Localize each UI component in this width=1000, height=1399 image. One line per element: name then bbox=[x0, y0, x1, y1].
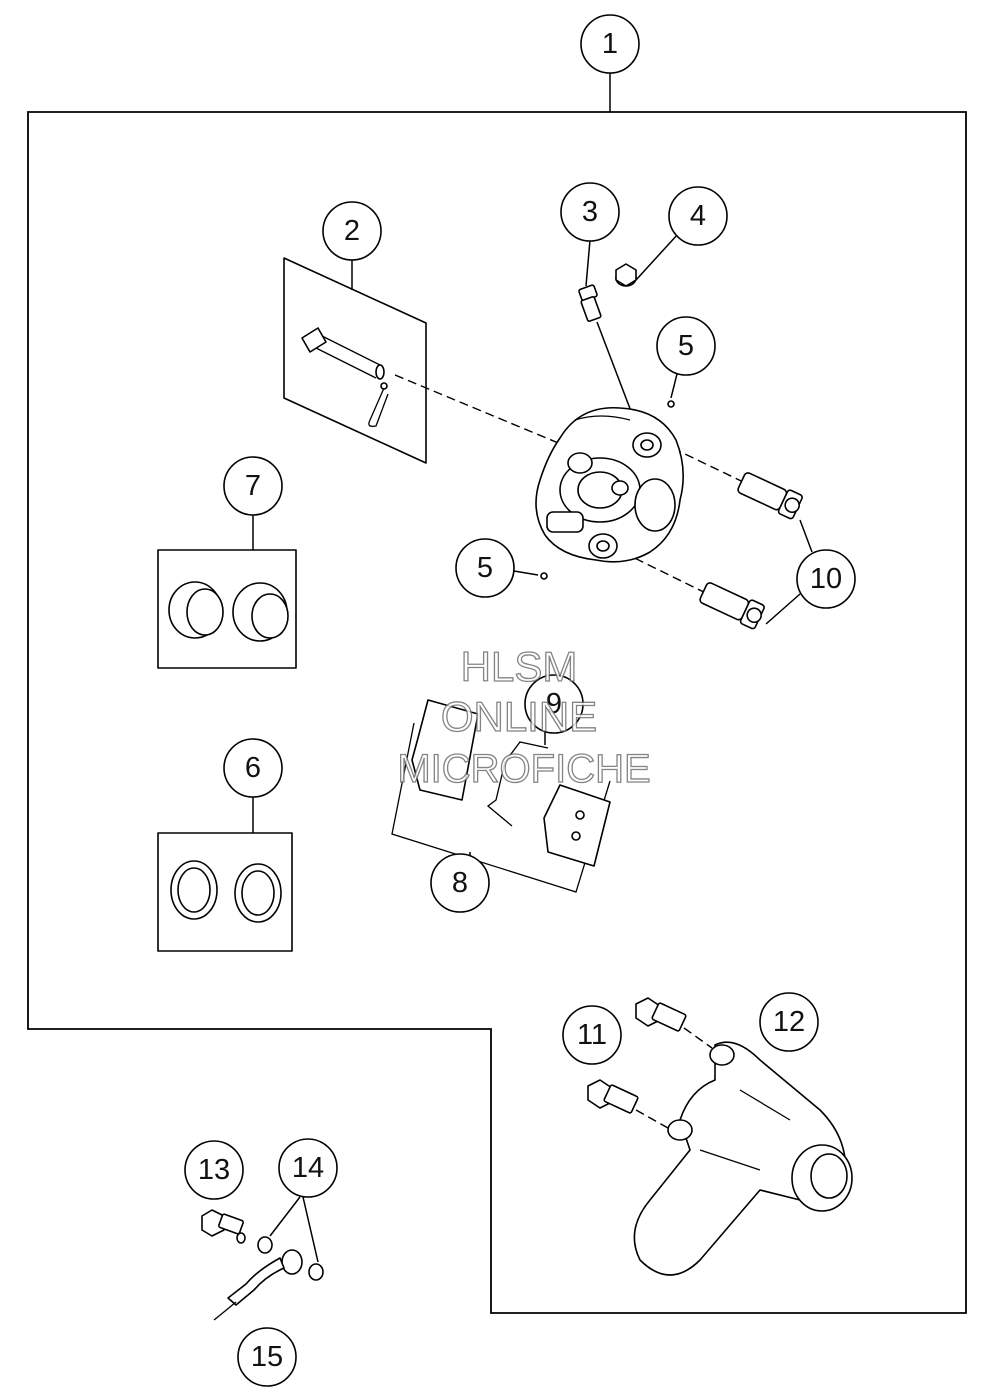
seal-kit-6 bbox=[157, 797, 293, 952]
callout-12: 12 bbox=[759, 992, 819, 1052]
assembly-line-pin bbox=[394, 374, 581, 453]
callout-1: 1 bbox=[580, 14, 640, 74]
callout-3: 3 bbox=[560, 182, 620, 242]
callout-4: 4 bbox=[668, 186, 728, 246]
brake-pad-kit-8 bbox=[391, 699, 611, 893]
callout-5-lower: 5 bbox=[455, 538, 515, 598]
callout-11: 11 bbox=[562, 1005, 622, 1065]
piston-kit-7 bbox=[157, 515, 297, 669]
callout-15: 15 bbox=[237, 1327, 297, 1387]
sealing-washers-14 bbox=[257, 1196, 324, 1281]
callout-2: 2 bbox=[322, 201, 382, 261]
callout-7: 7 bbox=[223, 456, 283, 516]
brake-caliper-body bbox=[535, 406, 684, 563]
svg-text:5: 5 bbox=[477, 552, 493, 584]
banjo-bolt-13 bbox=[201, 1209, 246, 1244]
svg-text:6: 6 bbox=[245, 752, 261, 784]
callout-10: 10 bbox=[796, 549, 856, 609]
brake-hose-15 bbox=[213, 1249, 303, 1321]
washer-5-lower bbox=[540, 572, 548, 580]
svg-text:15: 15 bbox=[251, 1341, 283, 1373]
svg-text:HLSM: HLSM bbox=[461, 643, 578, 690]
svg-text:13: 13 bbox=[198, 1154, 230, 1186]
bleeder-screw-3 bbox=[578, 239, 602, 322]
callout-13: 13 bbox=[184, 1140, 244, 1200]
callout-8: 8 bbox=[430, 853, 490, 913]
svg-text:9: 9 bbox=[546, 688, 562, 720]
svg-text:ONLINE: ONLINE bbox=[441, 693, 597, 740]
caliper-holder-12 bbox=[633, 1041, 853, 1276]
assembly-outline bbox=[27, 111, 967, 1314]
svg-text:8: 8 bbox=[452, 867, 468, 899]
svg-text:3: 3 bbox=[582, 196, 598, 228]
watermark: HLSM ONLINE MICROFICHE bbox=[397, 642, 652, 791]
pin-kit-2 bbox=[283, 257, 427, 464]
svg-text:2: 2 bbox=[344, 215, 360, 247]
svg-text:11: 11 bbox=[577, 1019, 607, 1051]
callout-5-upper: 5 bbox=[656, 316, 716, 376]
bleeder-cap-4 bbox=[615, 233, 679, 287]
svg-text:5: 5 bbox=[678, 330, 694, 362]
caliper-bolts-10 bbox=[699, 472, 813, 630]
washer-5-upper bbox=[667, 400, 675, 408]
callout-14: 14 bbox=[278, 1138, 338, 1198]
svg-text:12: 12 bbox=[773, 1006, 805, 1038]
svg-text:14: 14 bbox=[292, 1152, 324, 1184]
holder-bolts-11 bbox=[587, 997, 713, 1129]
svg-text:MICROFICHE: MICROFICHE bbox=[397, 747, 650, 791]
callout-6: 6 bbox=[223, 738, 283, 798]
svg-text:4: 4 bbox=[690, 200, 706, 232]
callout-9: 9 bbox=[524, 674, 584, 734]
svg-text:1: 1 bbox=[602, 28, 618, 60]
svg-text:7: 7 bbox=[245, 470, 261, 502]
svg-text:10: 10 bbox=[810, 563, 842, 595]
